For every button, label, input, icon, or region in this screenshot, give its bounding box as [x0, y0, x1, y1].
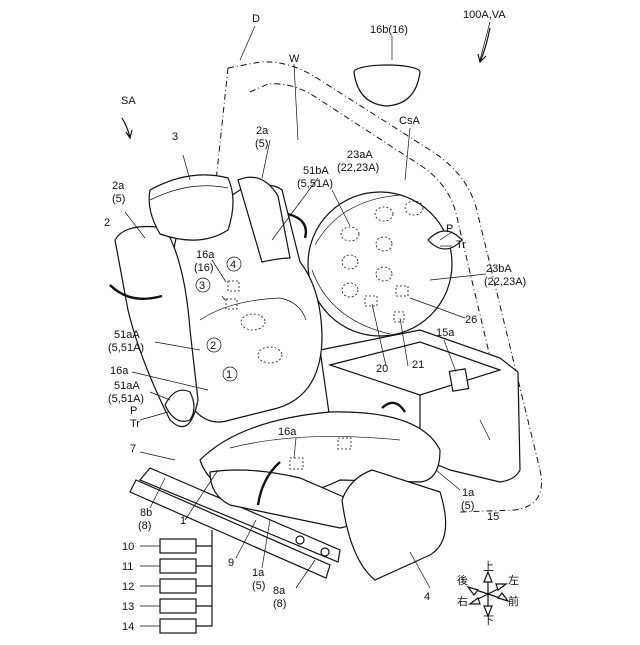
label-21: 21 — [412, 359, 424, 371]
label-26: 26 — [465, 314, 477, 326]
label-bag-low-sub: (5,51A) — [108, 393, 144, 405]
label-side-support-right: 2a — [256, 125, 269, 137]
label-box10: 10 — [122, 541, 134, 553]
label-8b-sub: (8) — [138, 520, 151, 532]
label-box12: 12 — [122, 581, 134, 593]
label-spk-seat: 16a — [278, 426, 297, 438]
controller-11 — [160, 559, 196, 573]
label-spk-sub: (16) — [194, 262, 214, 274]
label-7: 7 — [130, 443, 136, 455]
label-box14: 14 — [122, 621, 134, 633]
label-bag-mid: 51aA — [114, 329, 140, 341]
label-spk: 16a — [196, 249, 215, 261]
label-1a-front: 1a — [252, 567, 265, 579]
label-p-right: P — [446, 223, 453, 235]
label-tr-right: Tr — [456, 239, 466, 251]
label-side-support-left-sub: (5) — [112, 193, 125, 205]
label-window: W — [289, 53, 300, 65]
compass-back: 後 — [457, 573, 468, 587]
label-spk-back: 16a — [110, 365, 129, 377]
controller-14 — [160, 619, 196, 633]
label-20: 20 — [376, 363, 388, 375]
label-box11: 11 — [122, 561, 133, 573]
label-side-support-right-sub: (5) — [255, 138, 268, 150]
label-node2: 2 — [210, 340, 216, 352]
label-p-left: P — [130, 405, 137, 417]
label-8b: 8b — [140, 507, 152, 519]
controller-12 — [160, 579, 196, 593]
compass-left: 左 — [508, 574, 519, 587]
ceiling-speaker — [354, 65, 420, 106]
label-1a-right-sub: (5) — [461, 500, 474, 512]
label-4: 4 — [424, 591, 430, 603]
label-box13: 13 — [122, 601, 134, 613]
label-8a-sub: (8) — [273, 598, 286, 610]
label-cushion-group-top: 23aA — [347, 149, 373, 161]
label-1a-right: 1a — [462, 487, 475, 499]
label-cabin: D — [252, 13, 260, 25]
pointer-sa — [122, 118, 132, 138]
label-node3: 3 — [199, 280, 205, 292]
label-tr-left: Tr — [130, 418, 140, 430]
label-1: 1 — [180, 515, 186, 527]
direction-compass: 上 下 左 右 前 後 — [457, 560, 519, 627]
label-side-support-left: 2a — [112, 180, 125, 192]
label-15: 15 — [487, 511, 499, 523]
label-1a-front-sub: (5) — [252, 580, 265, 592]
headrest — [149, 175, 233, 240]
controller-13 — [160, 599, 196, 613]
label-bag-upper: 51bA — [303, 165, 329, 177]
label-seat-assembly: SA — [121, 95, 136, 107]
controller-10 — [160, 539, 196, 553]
label-cushion-group-mid: 23bA — [486, 263, 512, 275]
label-8a: 8a — [273, 585, 286, 597]
label-node4: 4 — [230, 259, 236, 271]
label-15a: 15a — [436, 327, 455, 339]
compass-down: 下 — [483, 615, 494, 627]
compass-up: 上 — [483, 560, 494, 573]
label-node1: 1 — [226, 369, 232, 381]
controller-stack — [140, 530, 212, 633]
label-center-console: CsA — [399, 115, 420, 127]
switch-panel — [449, 369, 468, 391]
label-cushion-group-top-sub: (22,23A) — [337, 162, 379, 174]
label-9: 9 — [228, 557, 234, 569]
label-speaker-top: 16b(16) — [370, 24, 408, 36]
label-bag-upper-sub: (5,51A) — [297, 178, 333, 190]
label-headrest: 3 — [172, 131, 178, 143]
round-cushion — [308, 192, 462, 336]
label-backrest: 2 — [104, 217, 110, 229]
label-bag-mid-sub: (5,51A) — [108, 342, 144, 354]
label-cushion-group-mid-sub: (22,23A) — [484, 276, 526, 288]
compass-front: 前 — [508, 594, 519, 608]
compass-right: 右 — [457, 594, 468, 608]
label-bag-low: 51aA — [114, 380, 140, 392]
label-system: 100A,VA — [463, 9, 506, 21]
